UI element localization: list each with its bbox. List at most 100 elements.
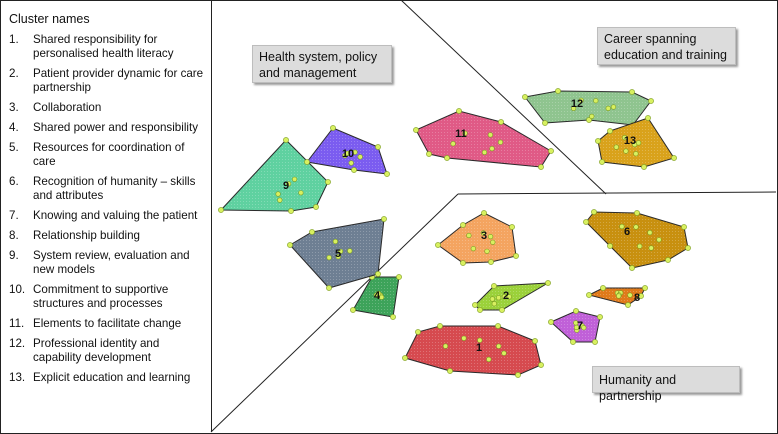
statement-point (685, 245, 691, 251)
cluster-label: 10 (342, 148, 354, 160)
statement-point (304, 159, 310, 165)
legend-item-number: 1. (9, 33, 19, 46)
legend-item: 1.Shared responsibility for personalised… (9, 33, 207, 61)
statement-point (627, 292, 633, 298)
statement-point (645, 115, 651, 121)
legend-list: 1.Shared responsibility for personalised… (9, 33, 207, 391)
statement-point (633, 224, 639, 230)
statement-point (350, 307, 356, 313)
statement-point (623, 148, 629, 154)
legend-item: 12. Professional identity and capability … (9, 337, 207, 365)
statement-point (497, 139, 504, 145)
legend-item-text: Recognition of humanity – skills and att… (33, 175, 196, 202)
legend-item-number: 8. (9, 229, 19, 242)
cluster-hull (289, 218, 385, 289)
cluster-6: 6 (583, 209, 691, 271)
statement-point (462, 130, 468, 136)
legend-item: 6. Recognition of humanity – skills and a… (9, 175, 207, 203)
statement-point (634, 210, 640, 216)
statement-point (538, 164, 544, 170)
legend-item-number: 13. (9, 371, 26, 384)
statement-point (573, 324, 580, 331)
cluster-hull (437, 212, 517, 264)
statement-point (292, 176, 298, 182)
legend-item-number: 12. (9, 337, 26, 350)
legend-item: 7.Knowing and valuing the patient (9, 209, 207, 223)
legend-item-text: Commitment to supportive structures and … (33, 283, 169, 310)
region-label-health-system: Health system, policy and management (252, 45, 392, 83)
legend-item-number: 6. (9, 175, 19, 188)
statement-point (592, 339, 598, 345)
statement-point (330, 125, 336, 131)
statement-point (621, 135, 628, 141)
statement-point (605, 105, 611, 111)
statement-point (578, 97, 584, 103)
statement-point (480, 230, 487, 236)
cluster-9: 9 (218, 137, 331, 214)
statement-point (357, 154, 363, 160)
legend-item-text: Collaboration (33, 101, 102, 114)
statement-point (637, 243, 643, 249)
cluster-label: 12 (571, 98, 583, 110)
statement-point (415, 329, 421, 335)
statement-point (376, 290, 382, 297)
statement-point (396, 274, 402, 280)
legend-item-text: Elements to facilitate change (33, 317, 182, 330)
statement-point (586, 292, 592, 298)
statement-point (481, 210, 487, 216)
statement-point (501, 294, 508, 300)
statement-point (337, 248, 344, 254)
statement-point (509, 224, 515, 230)
statement-point (591, 209, 597, 215)
statement-point (486, 356, 492, 363)
cluster-label: 8 (634, 292, 640, 304)
statement-point (495, 323, 501, 329)
statement-point (461, 335, 467, 341)
statement-point (570, 105, 577, 111)
statement-point (218, 207, 224, 213)
statement-point (487, 132, 494, 138)
statement-point (607, 128, 613, 134)
statement-point (481, 149, 488, 155)
statement-point (681, 224, 687, 230)
statement-point (351, 167, 357, 173)
cluster-8: 8 (586, 285, 648, 308)
legend-item: 4.Shared power and responsibility (9, 121, 207, 135)
legend-item: 2. Patient provider dynamic for care part… (9, 67, 207, 95)
statement-point (629, 265, 635, 271)
legend-item-number: 5. (9, 141, 19, 154)
legend-item: 13.Explicit education and learning (9, 371, 207, 385)
cluster-label: 5 (335, 248, 341, 260)
statement-point (499, 307, 505, 313)
legend-item-number: 2. (9, 67, 19, 80)
statement-point (470, 246, 476, 252)
legend-item-number: 7. (9, 209, 19, 222)
statement-point (348, 160, 354, 166)
legend-panel: Cluster names 1.Shared responsibility fo… (0, 0, 212, 432)
statement-point (501, 350, 507, 356)
legend-item-number: 10. (9, 283, 26, 296)
statement-point (597, 314, 603, 320)
statement-point (326, 255, 332, 261)
statement-point (435, 242, 441, 248)
statement-point (450, 141, 456, 147)
statement-point (581, 325, 587, 331)
statement-point (548, 319, 554, 325)
cluster-2: 2 (472, 280, 551, 313)
legend-item: 9.System review, evaluation and new mode… (9, 249, 207, 277)
statement-point (283, 137, 289, 143)
statement-point (456, 108, 462, 114)
statement-point (642, 285, 648, 291)
statement-point (656, 237, 662, 243)
statement-point (638, 293, 644, 299)
statement-point (532, 338, 538, 344)
statement-point (633, 151, 639, 157)
statement-point (390, 314, 396, 320)
legend-item-text: Patient provider dynamic for care partne… (33, 67, 204, 94)
statement-point (491, 283, 497, 289)
legend-item-number: 9. (9, 249, 19, 262)
statement-point (489, 296, 496, 302)
statement-point (325, 179, 331, 185)
statement-point (625, 302, 631, 308)
legend-item-text: Professional identity and capability dev… (33, 337, 160, 364)
